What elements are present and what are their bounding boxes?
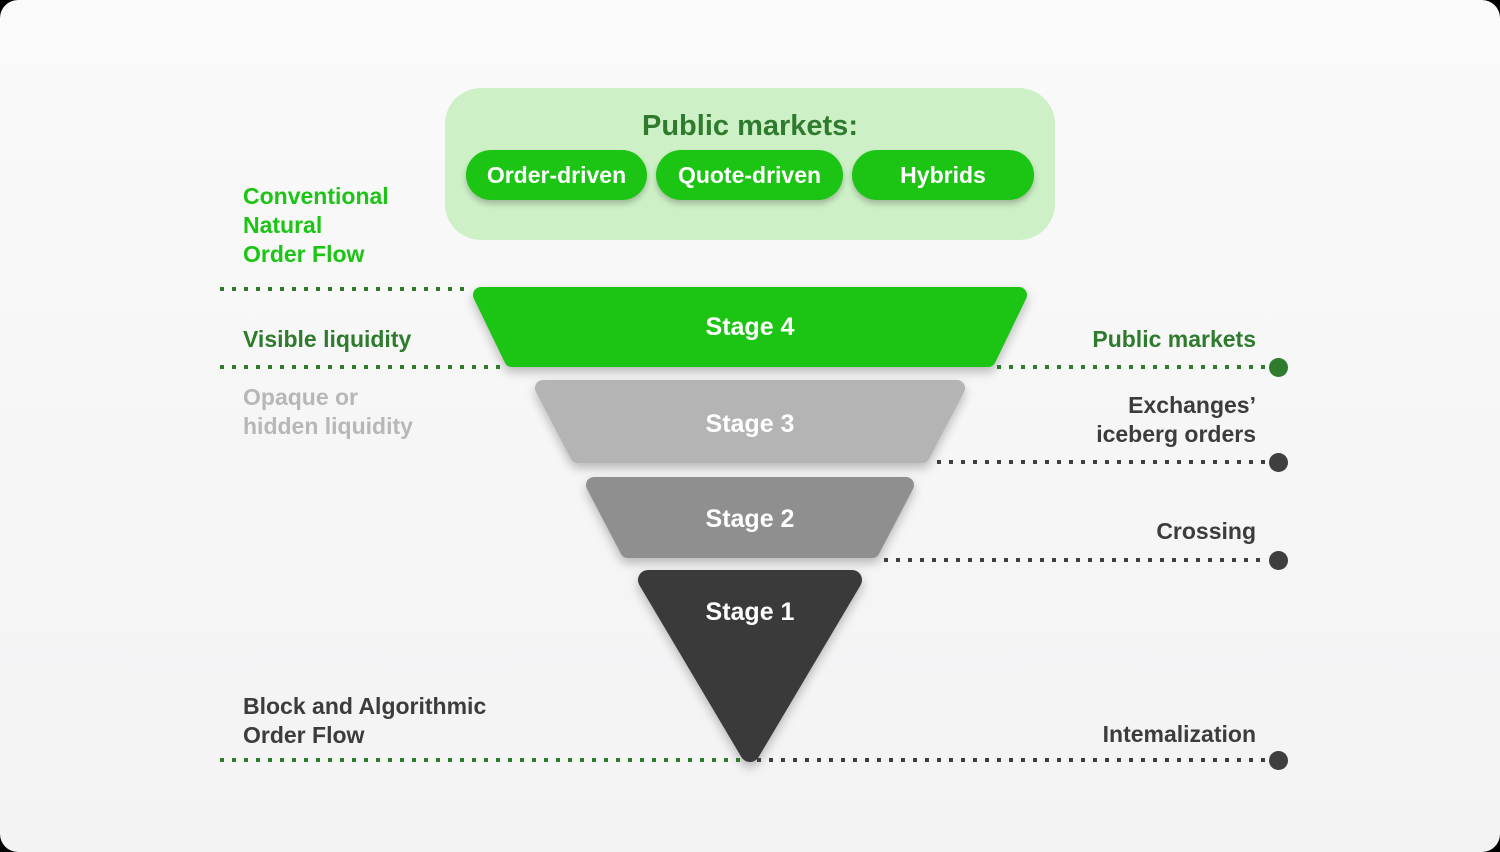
public-markets-box: Public markets: Order-driven Quote-drive… (445, 88, 1055, 240)
label-line: Natural (243, 212, 323, 238)
dotted-line-iceberg-orders (937, 460, 1265, 464)
label-line: Public markets (1092, 326, 1256, 352)
public-markets-title: Public markets: (642, 110, 858, 142)
stage-3-label: Stage 3 (705, 410, 795, 438)
label-line: Visible liquidity (243, 326, 412, 352)
label-line: Order Flow (243, 241, 365, 267)
label-line: hidden liquidity (243, 413, 413, 439)
dotted-line-block-left (220, 758, 742, 762)
stage-4-label: Stage 4 (705, 313, 795, 341)
funnel-stage-4 (473, 287, 1027, 367)
dotted-line-visible-left (220, 365, 506, 369)
label-visible-liquidity: Visible liquidity (243, 325, 411, 354)
label-crossing: Crossing (1156, 517, 1256, 546)
label-line: Intemalization (1102, 721, 1256, 747)
market-type-pills: Order-driven Quote-driven Hybrids (445, 150, 1055, 200)
stage-1-label: Stage 1 (705, 598, 795, 626)
label-line: Exchanges’ (1128, 392, 1256, 418)
funnel-stage-1 (638, 570, 862, 762)
end-dot-intemalization (1269, 751, 1288, 770)
label-intemalization: Intemalization (1103, 720, 1256, 749)
label-conventional-natural-order-flow: Conventional Natural Order Flow (243, 182, 389, 269)
label-block-algorithmic-order-flow: Block and Algorithmic Order Flow (243, 692, 486, 750)
label-line: Order Flow (243, 722, 365, 748)
label-public-markets: Public markets (1092, 325, 1256, 354)
label-opaque-hidden-liquidity: Opaque or hidden liquidity (243, 383, 413, 441)
end-dot-public-markets (1269, 358, 1288, 377)
funnel-stage-2 (586, 477, 914, 558)
pill-hybrids: Hybrids (852, 150, 1034, 200)
dotted-line-crossing (884, 558, 1265, 562)
dotted-line-public-markets (997, 365, 1265, 369)
stage-2-label: Stage 2 (705, 505, 795, 533)
funnel-stage-3 (535, 380, 965, 463)
label-line: Opaque or (243, 384, 359, 410)
pill-order-driven: Order-driven (466, 150, 647, 200)
dotted-line-conventional (220, 287, 464, 291)
label-line: Conventional (243, 183, 389, 209)
label-line: iceberg orders (1096, 421, 1256, 447)
end-dot-crossing (1269, 551, 1288, 570)
label-line: Crossing (1156, 518, 1256, 544)
label-line: Block and Algorithmic (243, 693, 487, 719)
end-dot-iceberg-orders (1269, 453, 1288, 472)
pill-quote-driven: Quote-driven (656, 150, 843, 200)
dotted-line-intemalization (757, 758, 1265, 762)
label-exchanges-iceberg-orders: Exchanges’ iceberg orders (1096, 391, 1256, 449)
